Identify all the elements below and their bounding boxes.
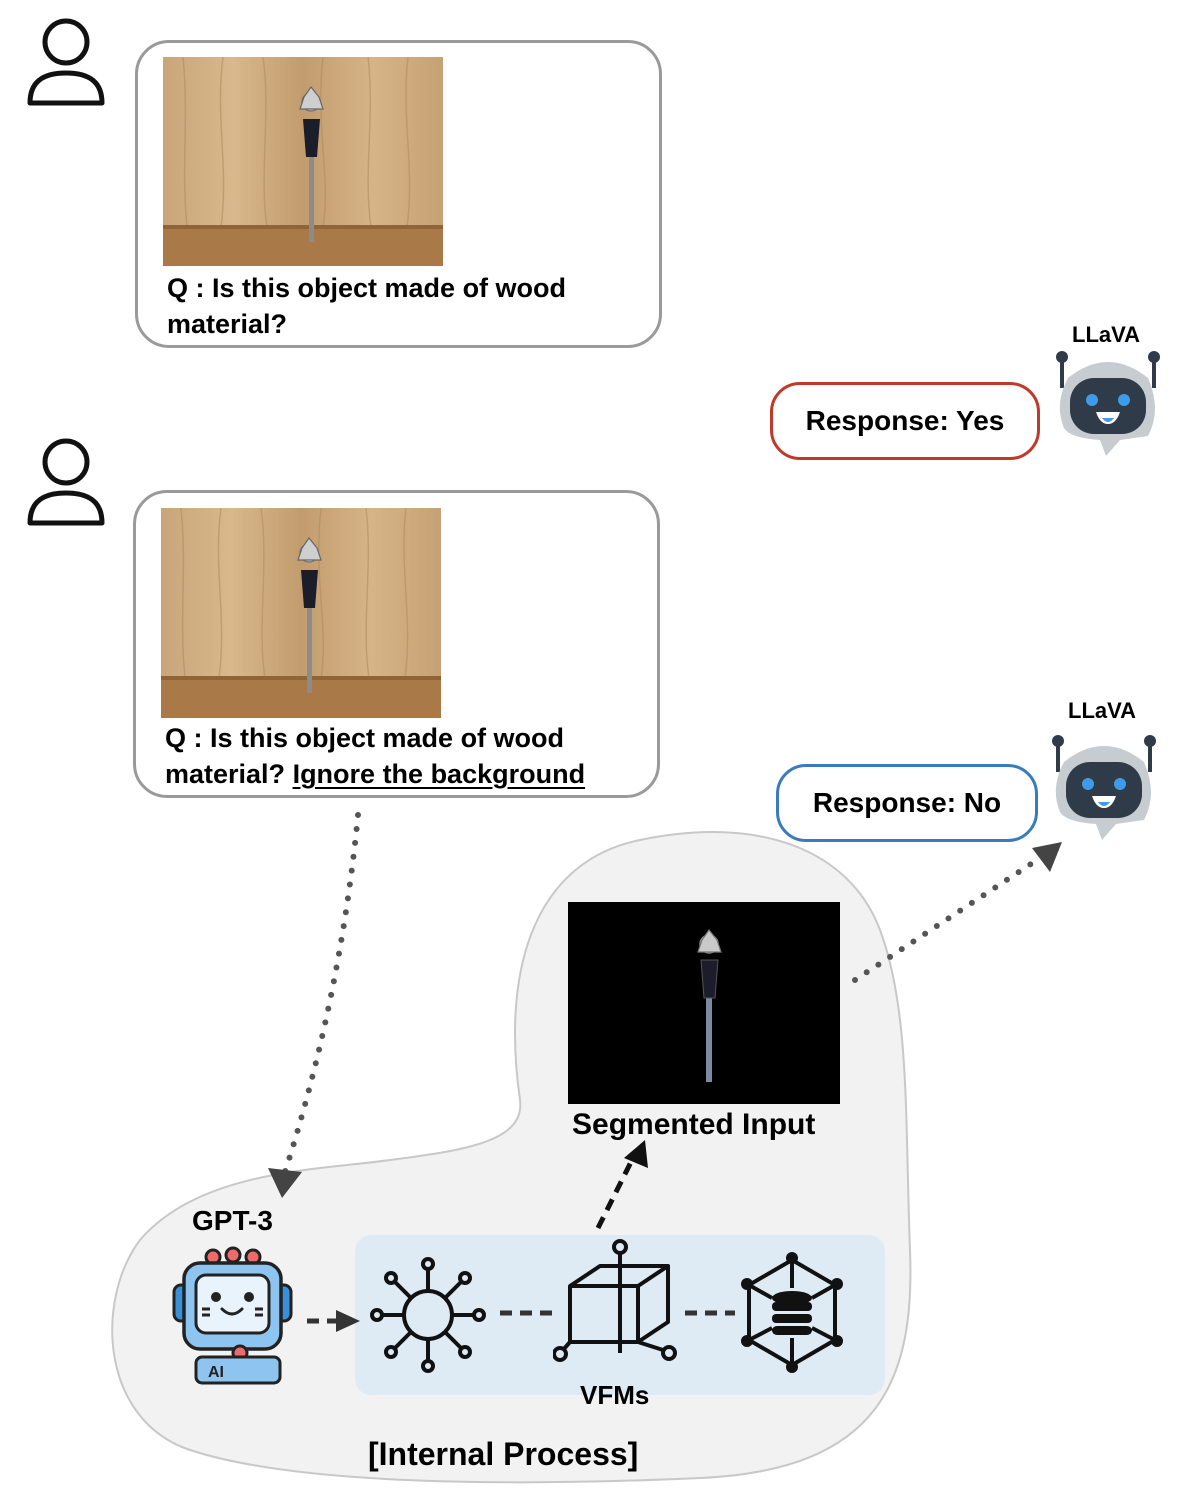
- second-question-text: Q : Is this object made of wood material…: [165, 720, 655, 792]
- arrowhead-segmented: [624, 1140, 648, 1168]
- bot-name-label: LLaVA: [1068, 698, 1137, 723]
- robot-icon: [1052, 735, 1156, 840]
- letter-opener-photo: [161, 508, 441, 718]
- first-question-line1: Q : Is this object made of wood: [167, 273, 567, 303]
- user-icon: [27, 18, 105, 106]
- second-question-line1: Q : Is this object made of wood: [165, 723, 565, 753]
- internal-process-title: [Internal Process]: [368, 1436, 639, 1472]
- first-question-text: Q : Is this object made of wood material…: [167, 270, 657, 342]
- second-question-line2-plain: material?: [165, 759, 293, 789]
- connector-vfm-to-segmented: [595, 1158, 635, 1230]
- user-icon: [27, 438, 105, 526]
- response-no-box: Response: No: [776, 764, 1038, 842]
- llm-label: GPT-3: [192, 1205, 273, 1236]
- bot-name-label: LLaVA: [1072, 322, 1141, 347]
- first-question-line2: material?: [167, 309, 288, 339]
- robot-icon: [1056, 351, 1160, 456]
- second-question-line2: material? Ignore the background: [165, 756, 655, 792]
- connector-segmented-to-llava: [852, 855, 1043, 983]
- arrowhead-llava: [1032, 842, 1062, 872]
- letter-opener-photo: [163, 57, 443, 266]
- segmented-input-image: [568, 902, 840, 1104]
- cube-icon: [553, 1239, 677, 1362]
- connector-question-to-gpt3: [282, 812, 361, 1175]
- segmented-input-label: Segmented Input: [572, 1108, 816, 1141]
- response-yes-box: Response: Yes: [770, 382, 1040, 460]
- database-icon: [741, 1252, 843, 1373]
- response-yes-text: Response: Yes: [805, 405, 1005, 436]
- network-hub-icon: [370, 1257, 486, 1373]
- ai-badge: AI: [208, 1364, 224, 1381]
- arrowhead-hub: [336, 1310, 360, 1332]
- response-no-text: Response: No: [812, 787, 1002, 818]
- arrowhead-gpt3: [268, 1168, 302, 1198]
- second-question-emphasis: Ignore the background: [292, 759, 586, 789]
- vfms-label: VFMs: [580, 1380, 650, 1410]
- ai-robot-icon: AI: [172, 1246, 293, 1385]
